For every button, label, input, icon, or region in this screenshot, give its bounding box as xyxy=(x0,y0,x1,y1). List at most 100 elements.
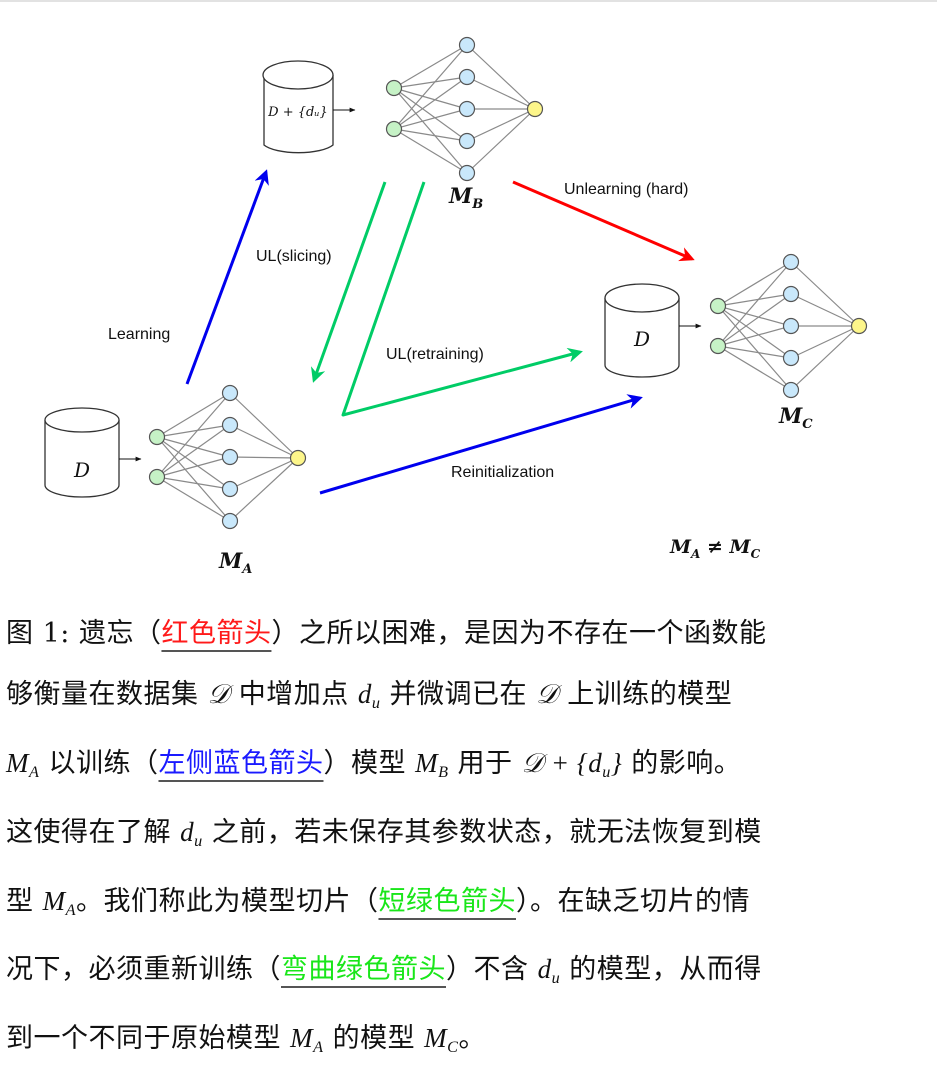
unlearning-hard-label: Unlearning (hard) xyxy=(564,181,689,198)
edge xyxy=(156,392,231,478)
reinitialization-label: Reinitialization xyxy=(451,464,554,481)
edge xyxy=(393,87,468,142)
edge xyxy=(393,44,468,130)
hidden-node xyxy=(782,381,800,399)
caption-text: 上训练的模型 xyxy=(558,679,733,710)
edge xyxy=(717,345,792,391)
math-expression: 𝒟 xyxy=(207,679,230,709)
hidden-node xyxy=(782,285,800,303)
edge xyxy=(393,108,468,130)
caption-line: MA 以训练（左侧蓝色箭头）模型 MB 用于 𝒟 + {du} 的影响。 xyxy=(6,733,932,802)
caption-text: 的影响。 xyxy=(622,747,742,779)
reinitialization-arrow xyxy=(319,394,643,495)
caption-text: ）之所以困难，是因为不存在一个函数能 xyxy=(271,618,767,649)
model-c-network xyxy=(709,253,868,399)
edge xyxy=(466,108,536,142)
arrow-reference-link-red[interactable]: 红色箭头 xyxy=(161,618,272,649)
inequality-label: MA ≠ MC xyxy=(669,536,761,561)
arrow-reference-link-blue[interactable]: 左侧蓝色箭头 xyxy=(158,747,324,779)
caption-text: ）。在缺乏切片的情 xyxy=(515,885,750,917)
input-node xyxy=(148,468,166,486)
edge xyxy=(156,424,231,478)
ul-retraining-arrow xyxy=(341,181,583,417)
hidden-node xyxy=(782,253,800,271)
unlearning-hard-arrow xyxy=(512,180,695,262)
math-expression: MA xyxy=(43,886,76,919)
caption-line: 到一个不同于原始模型 MA 的模型 MC。 xyxy=(6,1008,932,1077)
edge xyxy=(393,87,468,174)
hidden-node xyxy=(458,36,476,54)
ul-retraining-label: UL(retraining) xyxy=(386,346,484,363)
dataset-c-cylinder: D xyxy=(604,283,702,378)
math-subscript: u xyxy=(194,831,203,850)
caption-text: 到一个不同于原始模型 xyxy=(6,1023,291,1055)
edge xyxy=(393,128,468,142)
math-subscript: A xyxy=(29,762,40,781)
dataset-a-label: D xyxy=(73,458,90,482)
caption-text: 这使得在了解 xyxy=(6,816,181,848)
math-subscript: u xyxy=(602,762,611,781)
top-border xyxy=(0,0,937,2)
hidden-node xyxy=(221,448,239,466)
math-expression: 𝒟 + {d xyxy=(521,747,603,778)
hidden-node xyxy=(221,512,239,530)
math-subscript: u xyxy=(551,969,561,988)
dataset-b-label: D + {dᵤ} xyxy=(267,105,328,120)
edge xyxy=(156,476,231,522)
caption-text: 并微调已在 xyxy=(380,679,537,710)
model-c-label: MC xyxy=(778,403,813,432)
caption-line: 型 MA。我们称此为模型切片（短绿色箭头）。在缺乏切片的情 xyxy=(6,871,932,940)
math-expression: M xyxy=(290,1023,314,1054)
input-node xyxy=(385,79,403,97)
edge xyxy=(790,325,860,359)
hidden-node xyxy=(458,132,476,150)
model-a-label: MA xyxy=(218,548,252,577)
model-a-network xyxy=(148,384,307,530)
edge xyxy=(156,436,231,490)
arrow-reference-link-green[interactable]: 短绿色箭头 xyxy=(378,885,516,917)
hidden-node xyxy=(221,384,239,402)
edge xyxy=(717,293,792,347)
edge xyxy=(393,87,468,110)
math-expression: 𝒟 xyxy=(536,679,559,709)
input-node xyxy=(148,428,166,446)
hidden-node xyxy=(782,349,800,367)
ul-slicing-label: UL(slicing) xyxy=(256,248,332,265)
hidden-node xyxy=(782,317,800,335)
caption-text: 型 xyxy=(6,885,43,917)
edge xyxy=(229,457,299,522)
figure-number: 图 1: xyxy=(6,618,79,649)
math-subscript: C xyxy=(447,1038,459,1057)
arrow-reference-link-green[interactable]: 弯曲绿色箭头 xyxy=(281,954,446,986)
math-subscript: A xyxy=(313,1038,324,1057)
edge xyxy=(156,392,231,438)
math-expression: du xyxy=(358,679,381,712)
caption-text: 的模型 xyxy=(323,1023,425,1055)
edge xyxy=(229,392,299,459)
math-subscript: A xyxy=(65,900,76,919)
math-expression: MC xyxy=(424,1023,459,1057)
caption-text: 之前，若未保存其参数状态，就无法恢复到模 xyxy=(202,816,762,848)
caption-text: 况下，必须重新训练（ xyxy=(6,954,281,986)
edge xyxy=(393,128,468,174)
input-node xyxy=(709,337,727,355)
caption-text: 的模型，从而得 xyxy=(560,954,762,986)
math-expression: d xyxy=(537,954,552,985)
caption-text: 用于 xyxy=(448,747,522,779)
caption-line: 够衡量在数据集 𝒟 中增加点 du 并微调已在 𝒟 上训练的模型 xyxy=(6,664,932,733)
edge xyxy=(156,456,231,478)
dataset-c-label: D xyxy=(633,327,650,351)
model-b-network xyxy=(385,36,544,182)
edge xyxy=(393,76,468,130)
caption-line: 这使得在了解 du 之前，若未保存其参数状态，就无法恢复到模 xyxy=(6,802,932,871)
hidden-node xyxy=(458,100,476,118)
math-expression: MB xyxy=(415,748,448,781)
edge xyxy=(156,436,231,522)
ul-slicing-arrow xyxy=(310,181,387,383)
learning-label: Learning xyxy=(108,326,170,343)
caption-text: 。 xyxy=(458,1023,486,1055)
caption-text: 遗忘（ xyxy=(78,618,162,649)
figure-caption: 图 1: 遗忘（红色箭头）之所以困难，是因为不存在一个函数能够衡量在数据集 𝒟 … xyxy=(6,604,932,1077)
math-expression: M xyxy=(6,747,29,778)
unlearning-diagram: Learning UL(slicing) UL(retraining) Unle… xyxy=(44,36,868,577)
